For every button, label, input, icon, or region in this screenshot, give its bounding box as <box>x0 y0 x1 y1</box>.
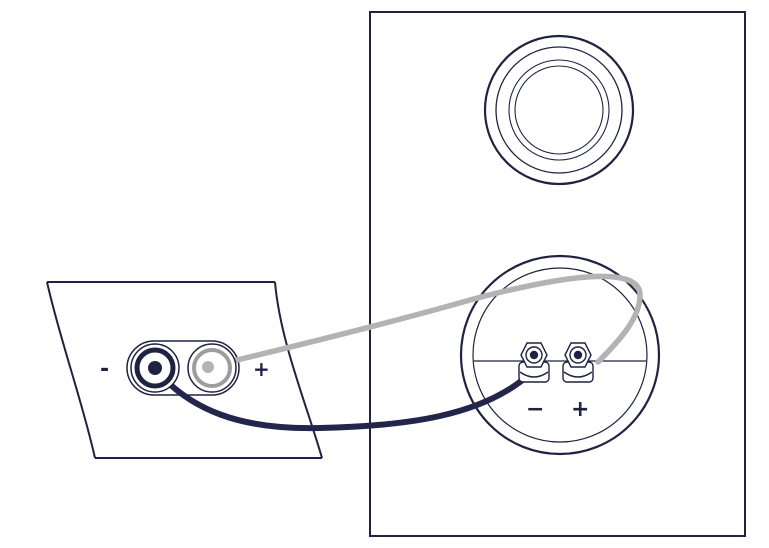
speaker-cabinet <box>369 11 746 537</box>
amplifier-panel <box>46 281 323 459</box>
speaker-positive-label: + <box>571 397 589 422</box>
positive-wire <box>205 273 643 370</box>
positive-binding-post-icon <box>562 342 594 383</box>
speaker-negative-label: − <box>526 397 544 422</box>
positive-jack-icon <box>187 343 237 393</box>
negative-jack-icon <box>130 343 180 393</box>
amp-positive-label: + <box>253 357 270 381</box>
negative-binding-post-icon <box>518 342 550 383</box>
amp-negative-label: - <box>100 357 109 382</box>
terminal-plate <box>459 254 661 456</box>
negative-wire <box>152 366 528 432</box>
speaker-driver-icon <box>483 34 635 186</box>
